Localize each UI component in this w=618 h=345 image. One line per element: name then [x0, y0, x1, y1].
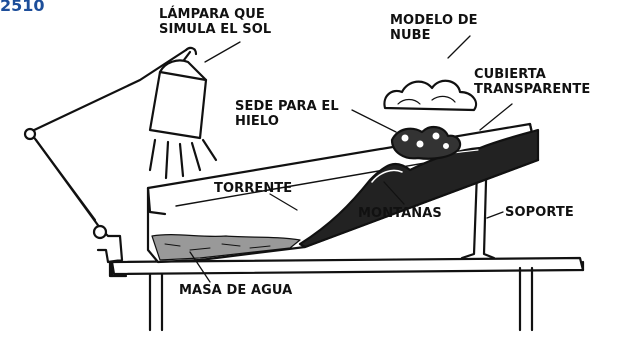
label-modelo-nube: MODELO DE NUBE: [390, 13, 478, 43]
figure-code: 2510: [0, 0, 45, 15]
label-cubierta-line2: TRANSPARENTE: [474, 82, 591, 97]
label-sede-hielo: SEDE PARA EL HIELO: [235, 99, 339, 129]
label-modelo-nube-line1: MODELO DE: [390, 13, 478, 28]
water-body: [151, 234, 301, 261]
label-cubierta: CUBIERTA TRANSPARENTE: [474, 67, 590, 97]
lamp-arm: [23, 48, 188, 278]
label-torrente: TORRENTE: [214, 181, 293, 196]
label-sede-hielo-line2: HIELO: [235, 114, 279, 129]
pointer-lines: [189, 35, 513, 283]
label-lampara: LÁMPARA QUE SIMULA EL SOL: [159, 7, 271, 37]
label-montanas: MONTAÑAS: [358, 206, 442, 221]
label-soporte: SOPORTE: [505, 205, 574, 220]
label-cubierta-line1: CUBIERTA: [474, 67, 546, 82]
label-sede-hielo-line1: SEDE PARA EL: [235, 99, 339, 114]
lamp: [148, 46, 218, 180]
table: [110, 256, 585, 332]
label-masa-agua: MASA DE AGUA: [179, 283, 293, 298]
ice-seat: [390, 126, 462, 160]
label-lampara-line2: SIMULA EL SOL: [159, 22, 272, 37]
label-lampara-line1: LÁMPARA QUE: [159, 7, 265, 22]
label-modelo-nube-line2: NUBE: [390, 28, 431, 43]
cloud-model: [383, 79, 478, 112]
